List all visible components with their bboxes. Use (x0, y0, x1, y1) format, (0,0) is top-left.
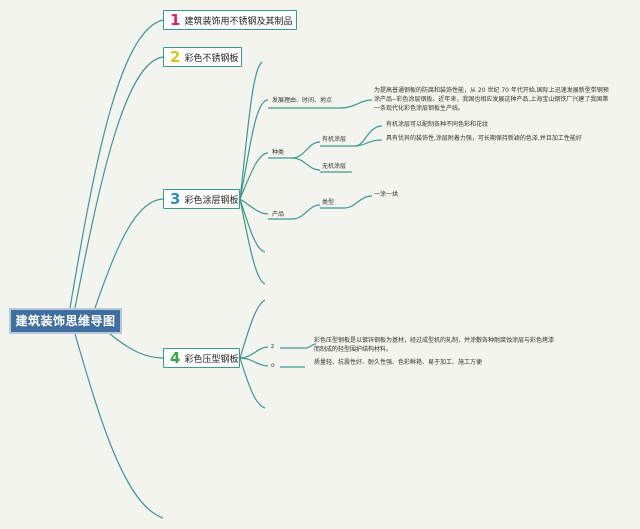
node-product[interactable]: 产品 (272, 211, 285, 218)
note-dev-reason: 为提高普通钢板的防腐和装饰性能，从 20 世纪 70 年代开始,国际上迅速发展新… (374, 87, 609, 112)
link-t4-e2 (239, 357, 266, 409)
node-kinds[interactable]: 种类 (272, 149, 285, 156)
link-root-t1 (69, 19, 164, 309)
topic-label: 建筑装饰用不锈钢及其制品 (184, 16, 293, 27)
link-t4-z (239, 346, 269, 359)
topic-color-stainless-plate[interactable]: 2 彩色不锈钢板 (163, 47, 242, 67)
topic-color-coated-plate[interactable]: 3 彩色涂层钢板 (163, 189, 240, 209)
link-kinds-inorganic (291, 157, 321, 171)
number-2-icon: 2 (170, 48, 181, 66)
link-product-type (291, 204, 321, 220)
node-dev-reason[interactable]: 发展理由、时间、地点 (272, 97, 333, 104)
link-t3-dev (239, 99, 269, 200)
number-4-icon: 4 (170, 349, 181, 367)
node-z[interactable]: z (271, 343, 275, 350)
link-kinds-organic (291, 141, 321, 159)
number-1-icon: 1 (170, 11, 181, 29)
link-organic-n2 (354, 139, 383, 147)
topic-stainless-products[interactable]: 1 建筑装饰用不锈钢及其制品 (163, 10, 297, 30)
link-root-t5 (74, 333, 164, 519)
link-root-t2 (74, 56, 164, 309)
link-z-note (304, 343, 317, 349)
link-t4-o (239, 357, 269, 367)
node-o[interactable]: o (271, 362, 275, 369)
number-3-icon: 3 (170, 190, 181, 208)
link-t3-kinds (239, 152, 269, 200)
link-root-t3 (94, 198, 164, 309)
link-root-t4 (109, 333, 164, 359)
note-type: 一涂一烘 (374, 191, 399, 198)
node-organic-coating[interactable]: 有机涂层 (322, 136, 347, 143)
topic-label: 彩色涂层钢板 (184, 195, 239, 206)
link-t3-e1 (239, 198, 266, 253)
node-inorganic-coating[interactable]: 无机涂层 (322, 163, 347, 170)
topic-label: 彩色不锈钢板 (184, 53, 239, 64)
link-dev-note (339, 99, 373, 109)
link-t3-e2 (239, 198, 266, 285)
topic-color-profiled-plate[interactable]: 4 彩色压型钢板 (163, 348, 240, 368)
link-t3-e3 (239, 61, 263, 200)
note-organic-2: 具有优异的装饰性,涂层附着力强，可长期保持新颖的色泽,并且加工性能好 (386, 135, 582, 142)
node-type[interactable]: 类型 (322, 199, 335, 206)
link-type-note (344, 195, 373, 209)
link-t3-product (239, 198, 269, 215)
note-o: 质量轻、抗震性好、耐久性强、色彩鲜艳、易于加工、施工方便 (314, 359, 483, 366)
link-t4-e1 (239, 299, 266, 359)
root-node[interactable]: 建筑装饰思维导图 (9, 308, 122, 334)
topic-label: 彩色压型钢板 (184, 354, 239, 365)
note-organic-1: 有机涂层可以配制各种不同色彩和花纹 (386, 121, 489, 128)
note-z: 彩色压型钢板是以镀锌钢板为基材，经过成型机的轧制，并涂敷各种耐腐蚀涂层与彩色烤漆… (314, 337, 555, 353)
